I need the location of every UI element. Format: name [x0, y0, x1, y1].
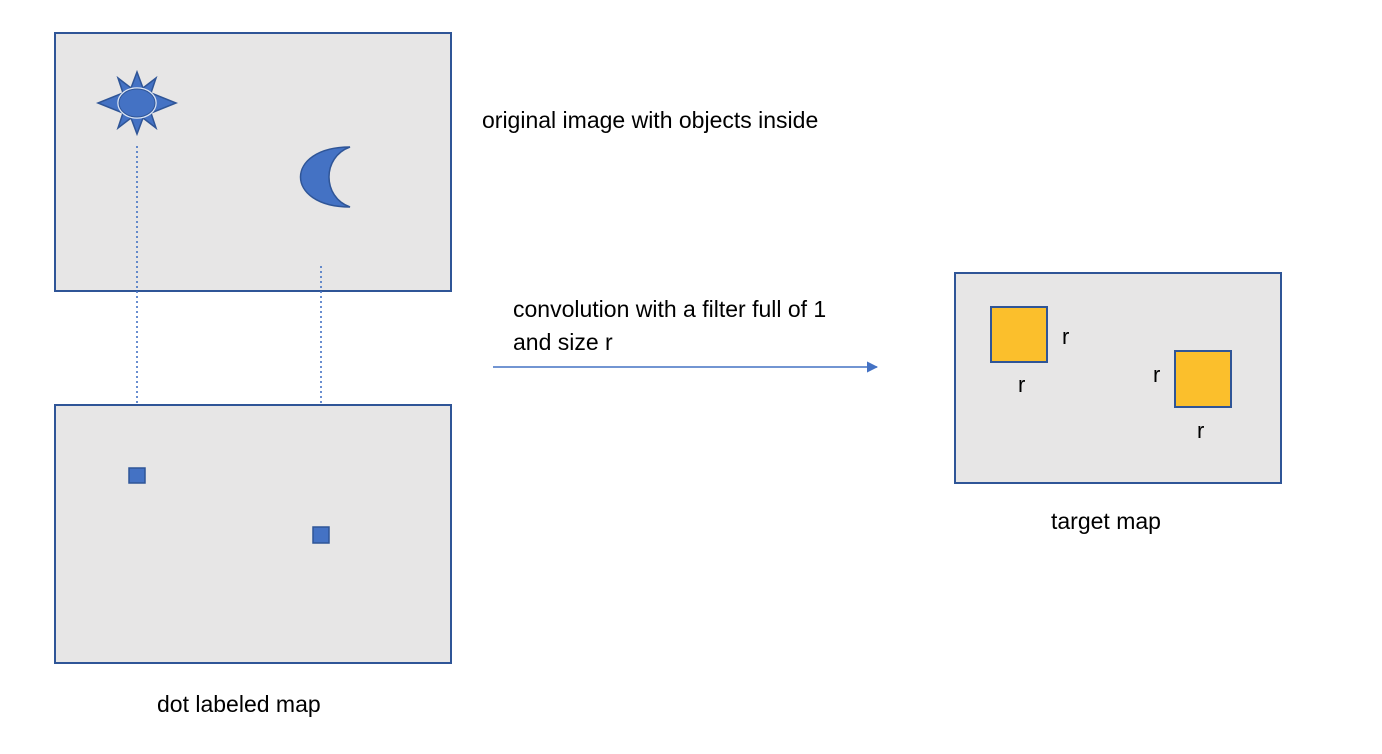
- target-box-1: [990, 306, 1048, 363]
- original-image-caption: original image with objects inside: [482, 107, 818, 133]
- dot-labeled-map-panel: [54, 404, 452, 664]
- sun-icon: [95, 69, 179, 137]
- convolution-caption-line1: convolution with a filter full of 1: [513, 296, 826, 322]
- target-box-2-side-label: r: [1153, 362, 1160, 387]
- target-map-caption: target map: [1051, 508, 1161, 534]
- dot-marker-sun: [128, 467, 146, 484]
- target-box-1-bottom-label: r: [1018, 372, 1025, 397]
- target-box-2: [1174, 350, 1232, 408]
- dot-marker-moon: [312, 526, 330, 544]
- target-map-panel: r r r r: [954, 272, 1282, 484]
- convolution-caption-line2: and size r: [513, 329, 613, 355]
- target-box-2-bottom-label: r: [1197, 418, 1204, 443]
- target-box-1-side-label: r: [1062, 324, 1069, 349]
- dot-labeled-map-caption: dot labeled map: [157, 691, 321, 717]
- original-image-panel: [54, 32, 452, 292]
- moon-icon: [299, 146, 351, 208]
